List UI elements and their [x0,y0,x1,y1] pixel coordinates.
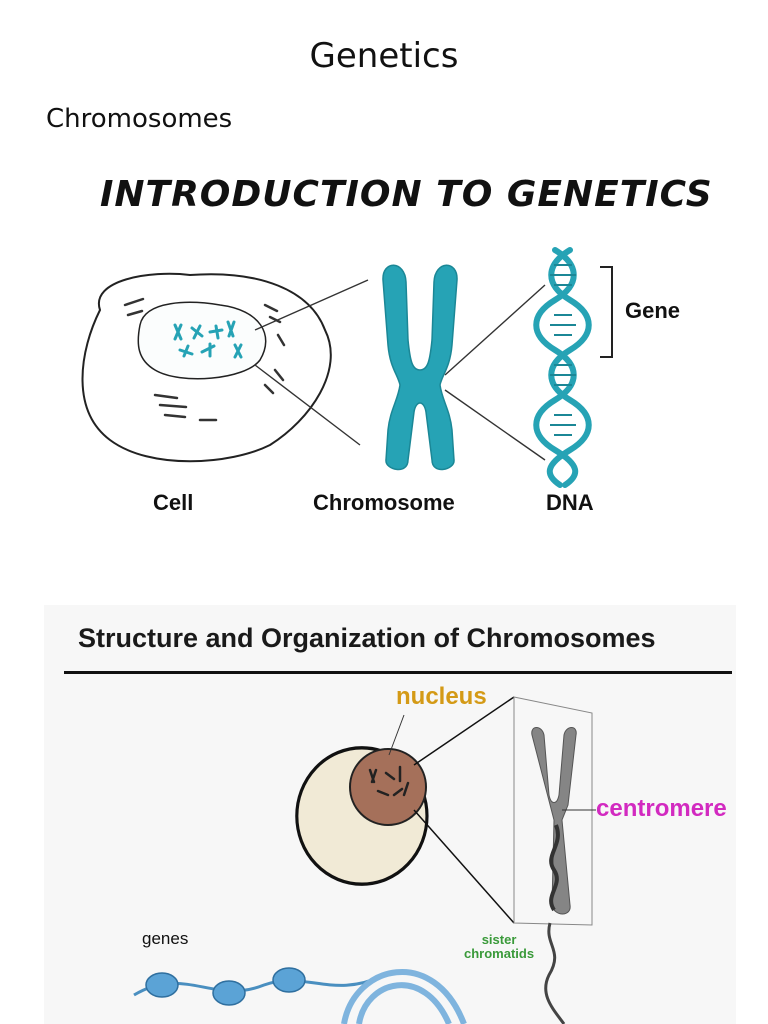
dna-helix [533,247,592,488]
cell-outline [81,272,332,463]
intro-genetics-figure: INTRODUCTION TO GENETICS [60,160,740,530]
nucleus-body [349,748,427,826]
intro-diagram [81,247,613,488]
figure-title: Structure and Organization of Chromosome… [78,623,656,653]
sister-label-line1: sister [481,932,517,947]
chromosome-label: Chromosome [313,490,455,515]
chromosome-structure-figure: Structure and Organization of Chromosome… [44,605,736,1024]
page-title: Genetics [309,36,459,76]
nucleus-outline [137,301,267,380]
structure-diagram [133,696,596,1024]
sister-label-line2: chromatids [464,946,535,961]
gene-bracket [600,266,613,358]
cell-label: Cell [153,490,194,515]
chromosome-shape [531,727,577,915]
genes-label: genes [142,929,189,948]
section-heading: Chromosomes [46,104,233,134]
figure-title: INTRODUCTION TO GENETICS [100,174,713,215]
title-divider [64,671,732,674]
chromosome-shape [382,264,458,471]
gene-label: Gene [625,298,681,323]
dna-label: DNA [546,490,594,515]
nucleus-label: nucleus [396,683,487,710]
centromere-label: centromere [596,795,727,822]
sister-chromatids-label: sister chromatids [464,933,534,961]
